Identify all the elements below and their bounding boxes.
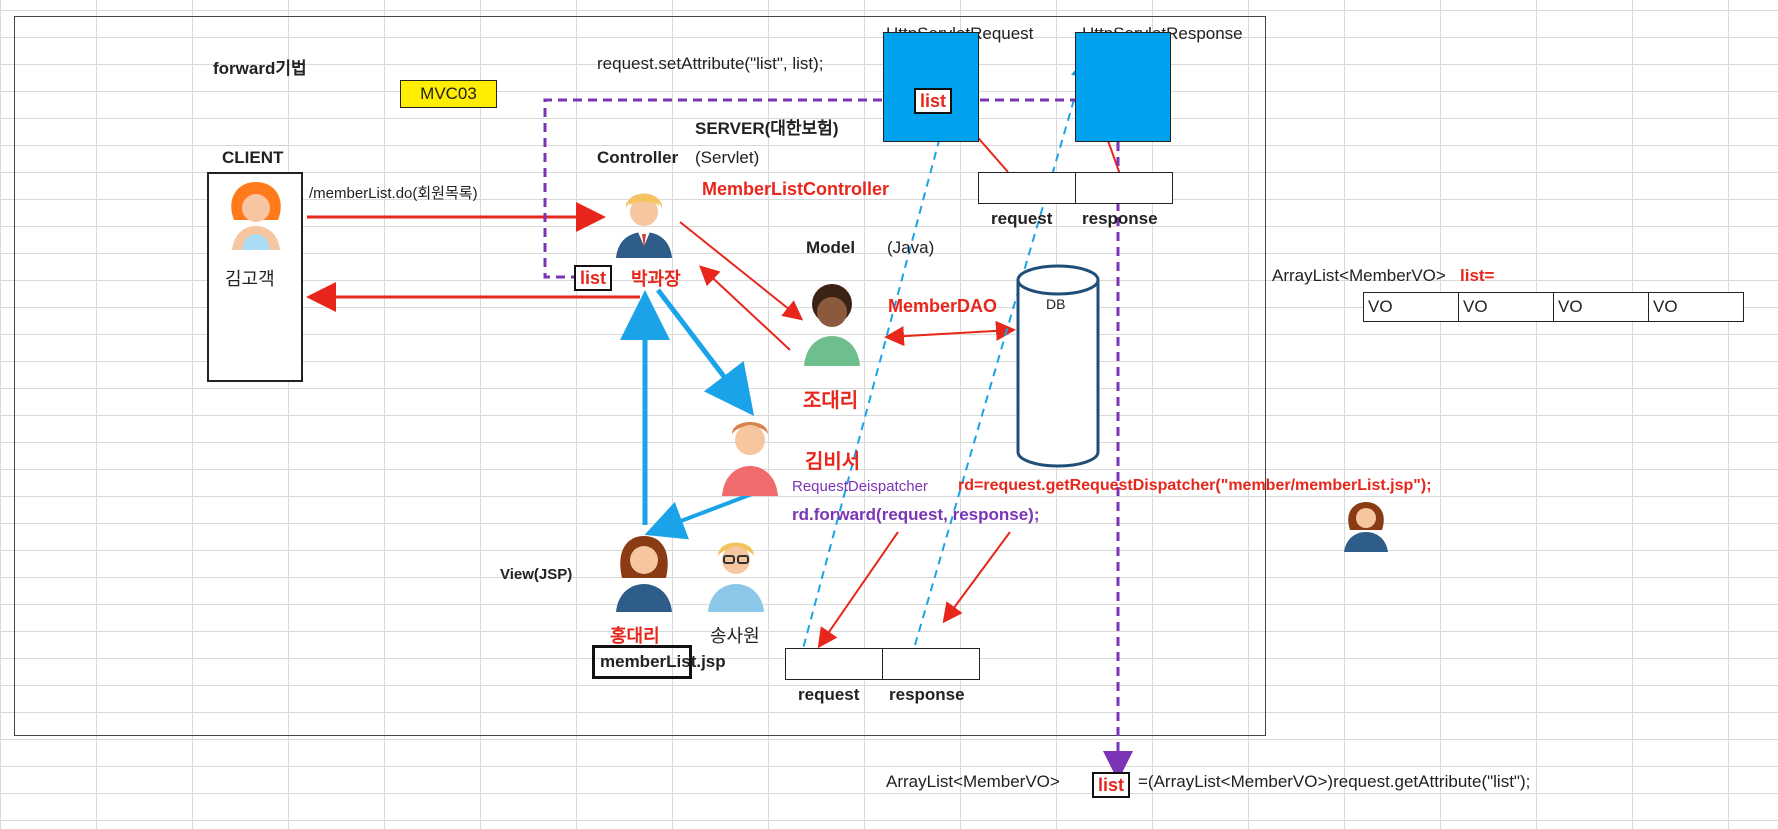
arrow-forward-response xyxy=(942,531,1011,624)
server-request-response-cells xyxy=(978,172,1173,204)
model-person: 조대리 xyxy=(803,390,859,412)
arrow-model-db xyxy=(884,320,1016,347)
controller-sublabel: (Servlet) xyxy=(695,148,760,167)
list-tag-controller: list xyxy=(574,265,613,291)
coworker-avatar-icon xyxy=(708,542,764,612)
arraylist-name: list= xyxy=(1460,266,1495,285)
view-coworker: 송사원 xyxy=(710,626,760,646)
side-avatar-icon xyxy=(1344,502,1388,552)
model-avatar-icon xyxy=(804,284,860,366)
view-response-label: response xyxy=(889,685,965,704)
list-tag-bottom: list xyxy=(1092,772,1131,798)
arrow-controller-to-dispatcher xyxy=(656,288,755,416)
diagram-frame xyxy=(14,16,1266,736)
page-title: forward기법 xyxy=(213,59,307,78)
jsp-file-box xyxy=(592,645,692,679)
jsp-file-name: memberList.jsp xyxy=(600,652,726,671)
model-sublabel: (Java) xyxy=(887,238,935,257)
arrow-dispatcher-to-view xyxy=(644,492,753,540)
client-avatar-icon xyxy=(231,182,281,250)
model-class: MemberDAO xyxy=(888,296,998,316)
view-label: View(JSP) xyxy=(500,566,573,583)
bottom-code-prefix: ArrayList<MemberVO> xyxy=(886,772,1060,791)
controller-person: 박과장 xyxy=(631,269,681,289)
mvc-badge: MVC03 xyxy=(400,80,497,108)
arraylist-decl: ArrayList<MemberVO> xyxy=(1272,266,1446,285)
arrow-model-to-controller xyxy=(699,265,791,351)
vo-cell: VO xyxy=(1363,292,1459,322)
db-label: DB xyxy=(1046,296,1066,312)
controller-avatar-icon xyxy=(616,193,672,258)
server-response-label: response xyxy=(1082,209,1158,228)
model-label: Model xyxy=(806,238,856,257)
arrow-forward-request xyxy=(817,531,899,649)
set-attribute-code: request.setAttribute("list", list); xyxy=(597,54,824,73)
server-request-label: request xyxy=(991,209,1053,228)
dashed-request-link xyxy=(799,88,958,661)
dashed-response-link xyxy=(914,58,1091,646)
list-tag-request: list xyxy=(914,88,953,114)
dispatcher-avatar-icon xyxy=(722,422,778,496)
controller-label: Controller xyxy=(597,148,679,167)
vo-cells: VO VO VO VO xyxy=(1363,292,1744,322)
server-label: SERVER(대한보험) xyxy=(695,119,839,138)
client-person: 김고객 xyxy=(225,269,275,289)
view-avatar-icon xyxy=(616,536,672,612)
forward-code: rd.forward(request, response); xyxy=(792,505,1040,524)
dispatcher-code: rd=request.getRequestDispatcher("member/… xyxy=(958,477,1432,494)
view-person: 홍대리 xyxy=(610,626,660,646)
arrow-controller-to-model xyxy=(679,221,804,321)
request-object-box xyxy=(883,32,979,142)
dashed-list-to-request xyxy=(543,85,924,279)
vo-cell: VO xyxy=(1458,292,1554,322)
vo-cell: VO xyxy=(1553,292,1649,322)
controller-class: MemberListController xyxy=(702,179,890,199)
db-cylinder xyxy=(1016,264,1100,468)
dispatcher-person: 김비서 xyxy=(805,451,861,473)
bottom-code-suffix: =(ArrayList<MemberVO>)request.getAttribu… xyxy=(1138,772,1531,791)
client-label: CLIENT xyxy=(222,148,284,167)
view-request-label: request xyxy=(798,685,860,704)
response-object-box xyxy=(1075,32,1171,142)
request-path: /memberList.do(회원목록) xyxy=(309,185,478,202)
dispatcher-type: RequestDeispatcher xyxy=(792,478,928,495)
view-request-response-cells xyxy=(785,648,980,680)
vo-cell: VO xyxy=(1648,292,1744,322)
